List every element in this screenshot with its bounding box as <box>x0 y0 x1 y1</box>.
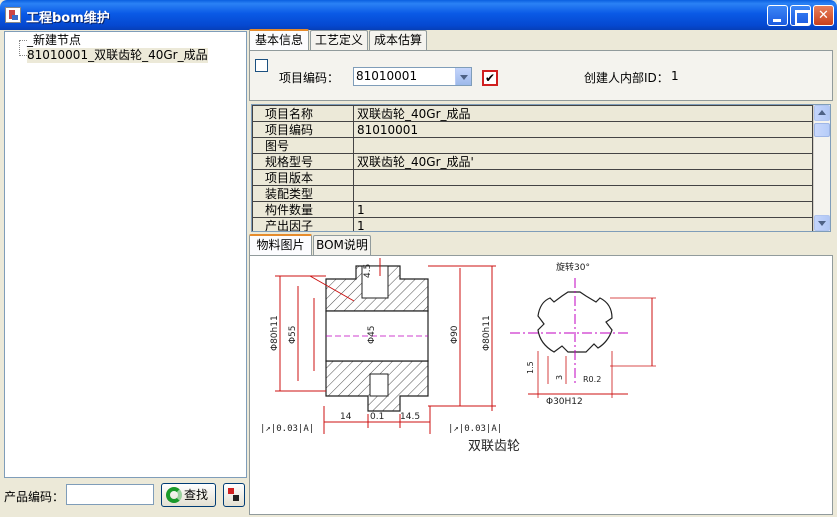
scroll-up-icon[interactable] <box>814 105 830 121</box>
property-value[interactable]: 1 <box>353 201 813 218</box>
close-button[interactable] <box>813 5 834 26</box>
diameter-label-1: Φ80h11 <box>270 315 280 351</box>
property-key: 产出因子 <box>252 217 354 231</box>
tree-node-product[interactable]: 81010001_双联齿轮_40Gr_成品 <box>27 48 208 63</box>
property-key: 项目名称 <box>252 105 354 122</box>
app-icon <box>5 7 21 23</box>
property-value[interactable]: 双联齿轮_40Gr_成品' <box>353 153 813 170</box>
diameter-label-4: Φ90 <box>450 325 460 344</box>
export-button[interactable] <box>223 483 245 507</box>
width-label-1: 14 <box>340 412 352 422</box>
chevron-down-icon[interactable] <box>455 68 471 85</box>
tab-process-definition[interactable]: 工艺定义 <box>310 30 368 50</box>
property-key: 装配类型 <box>252 185 354 202</box>
item-code-combo[interactable]: 81010001 <box>353 67 472 86</box>
refresh-icon <box>166 487 182 503</box>
width-label-3: 14.5 <box>400 412 420 422</box>
scroll-down-icon[interactable] <box>814 215 830 231</box>
keyway-label: 4.5 <box>363 264 373 278</box>
view-label: 旋转30° <box>556 261 590 273</box>
maximize-button[interactable] <box>790 5 811 26</box>
find-button[interactable]: 查找 <box>161 483 216 507</box>
property-value[interactable]: 1 <box>353 217 813 231</box>
width-label-2: 0.1 <box>370 412 384 422</box>
product-code-label: 产品编码： <box>4 490 65 504</box>
property-value[interactable]: 双联齿轮_40Gr_成品 <box>353 105 813 122</box>
height-label-1: 1.5 <box>526 361 535 374</box>
tree-connector <box>19 40 27 41</box>
diameter-label-5: Φ80h11 <box>482 315 492 351</box>
creator-id-value: 1 <box>671 69 679 83</box>
property-value[interactable] <box>353 137 813 154</box>
radius-label: R0.2 <box>583 375 601 384</box>
enable-checkbox[interactable]: ✔ <box>482 70 498 86</box>
bore-diameter-label: Φ30H12 <box>546 397 583 407</box>
property-value[interactable]: 81010001 <box>353 121 813 138</box>
property-key: 项目编码 <box>252 121 354 138</box>
gear-drawing: |↗|0.03|A| |↗|0.03|A| 14 0.1 14.5 Φ80h11… <box>260 258 656 454</box>
item-code-label: 项目编码： <box>279 71 340 85</box>
property-key: 规格型号 <box>252 153 354 170</box>
tree-node-new[interactable]: _新建节点 <box>27 33 82 47</box>
bom-tree[interactable]: _新建节点 81010001_双联齿轮_40Gr_成品 <box>4 31 247 478</box>
tree-connector <box>19 55 27 56</box>
basic-info-panel <box>249 50 833 101</box>
table-row[interactable]: 图号 <box>252 137 813 154</box>
title-bar[interactable]: 工程bom维护 <box>0 0 837 30</box>
product-code-input[interactable] <box>66 484 154 505</box>
diameter-label-3: Φ45 <box>367 325 377 344</box>
dimension-lines <box>275 258 496 434</box>
tolerance-label-right: |↗|0.03|A| <box>448 424 502 434</box>
window-title: 工程bom维护 <box>26 11 110 26</box>
tolerance-label-left: |↗|0.03|A| <box>260 424 314 434</box>
creator-id-label: 创建人内部ID： <box>584 71 669 85</box>
height-label-2: 3 <box>555 375 564 380</box>
spline-view <box>510 278 656 398</box>
material-image-panel: |↗|0.03|A| |↗|0.03|A| 14 0.1 14.5 Φ80h11… <box>249 255 833 515</box>
drawing-caption: 双联齿轮 <box>468 439 520 454</box>
find-button-label: 查找 <box>184 488 209 502</box>
tab-material-image[interactable]: 物料图片 <box>249 234 312 256</box>
minimize-button[interactable] <box>767 5 788 26</box>
tree-connector <box>19 40 20 56</box>
table-row[interactable]: 规格型号双联齿轮_40Gr_成品' <box>252 153 813 170</box>
property-value[interactable] <box>353 169 813 186</box>
table-row[interactable]: 项目版本 <box>252 169 813 186</box>
tab-cost-estimate[interactable]: 成本估算 <box>369 30 427 50</box>
property-key: 项目版本 <box>252 169 354 186</box>
scroll-thumb[interactable] <box>814 123 830 137</box>
tab-bom-description[interactable]: BOM说明 <box>313 235 371 255</box>
export-icon <box>228 488 240 502</box>
item-code-value: 81010001 <box>356 69 418 83</box>
tab-basic-info[interactable]: 基本信息 <box>249 29 309 51</box>
gear-section <box>325 265 429 412</box>
property-scrollbar[interactable] <box>813 105 830 231</box>
diameter-label-2: Φ55 <box>288 325 298 344</box>
property-value[interactable] <box>353 185 813 202</box>
property-key: 图号 <box>252 137 354 154</box>
property-key: 构件数量 <box>252 201 354 218</box>
select-checkbox[interactable] <box>255 59 268 72</box>
table-row[interactable]: 项目名称双联齿轮_40Gr_成品 <box>252 105 813 122</box>
table-row[interactable]: 装配类型 <box>252 185 813 202</box>
